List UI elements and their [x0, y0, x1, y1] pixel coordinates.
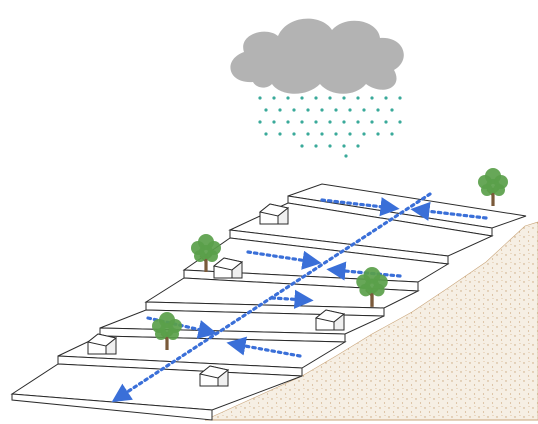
cloud-icon [230, 18, 404, 94]
rain-icon [258, 96, 402, 158]
raindrop [314, 144, 318, 148]
raindrop [314, 96, 318, 100]
raindrop [300, 144, 304, 148]
raindrop [356, 144, 360, 148]
flow-arrow-icon [270, 289, 314, 309]
raindrop [370, 96, 374, 100]
raindrop [398, 120, 402, 124]
raindrop [390, 132, 394, 136]
raindrop [348, 108, 352, 112]
raindrop [286, 96, 290, 100]
trees [152, 168, 508, 350]
raindrop [390, 108, 394, 112]
raindrop [328, 120, 332, 124]
houses [86, 203, 346, 387]
soil-cross-section [204, 221, 538, 421]
flow-arrow-icon [226, 336, 302, 358]
raindrop [356, 120, 360, 124]
house-icon [314, 309, 346, 331]
raindrop [258, 120, 262, 124]
raindrop [356, 96, 360, 100]
main-diagonal-flow-arrow-icon [111, 192, 432, 403]
raindrop [292, 108, 296, 112]
tree-icon [356, 267, 388, 307]
raindrop [398, 96, 402, 100]
raindrop [376, 108, 380, 112]
raindrop [272, 120, 276, 124]
house-icon [86, 333, 118, 355]
raindrop [306, 108, 310, 112]
raindrop [314, 120, 318, 124]
raindrop [264, 132, 268, 136]
tree-icon [152, 312, 182, 350]
raindrop [384, 96, 388, 100]
house-icon [212, 257, 244, 279]
raindrop [342, 96, 346, 100]
raindrop [286, 120, 290, 124]
raindrop [342, 120, 346, 124]
raindrop [348, 132, 352, 136]
raindrop [334, 108, 338, 112]
raindrop [362, 108, 366, 112]
raindrop [300, 120, 304, 124]
raindrop [334, 132, 338, 136]
raindrop [320, 132, 324, 136]
raindrop [370, 120, 374, 124]
flow-arrow-icon [246, 250, 322, 270]
raindrop [328, 96, 332, 100]
raindrop [292, 132, 296, 136]
raindrop [342, 144, 346, 148]
raindrop [264, 108, 268, 112]
raindrop [278, 132, 282, 136]
tree-icon [191, 234, 221, 272]
raindrop [362, 132, 366, 136]
raindrop [278, 108, 282, 112]
raindrop [320, 108, 324, 112]
flow-arrow-icon [410, 201, 488, 221]
terrace-7-riser [11, 393, 213, 421]
raindrop [376, 132, 380, 136]
house-icon [198, 365, 230, 387]
raindrop [300, 96, 304, 100]
raindrop [272, 96, 276, 100]
raindrop [384, 120, 388, 124]
house-icon [258, 203, 290, 225]
raindrop [306, 132, 310, 136]
tree-icon [478, 168, 508, 206]
raindrop [344, 154, 348, 158]
flow-arrow-icon [320, 197, 400, 217]
raindrop [258, 96, 262, 100]
raindrop [328, 144, 332, 148]
